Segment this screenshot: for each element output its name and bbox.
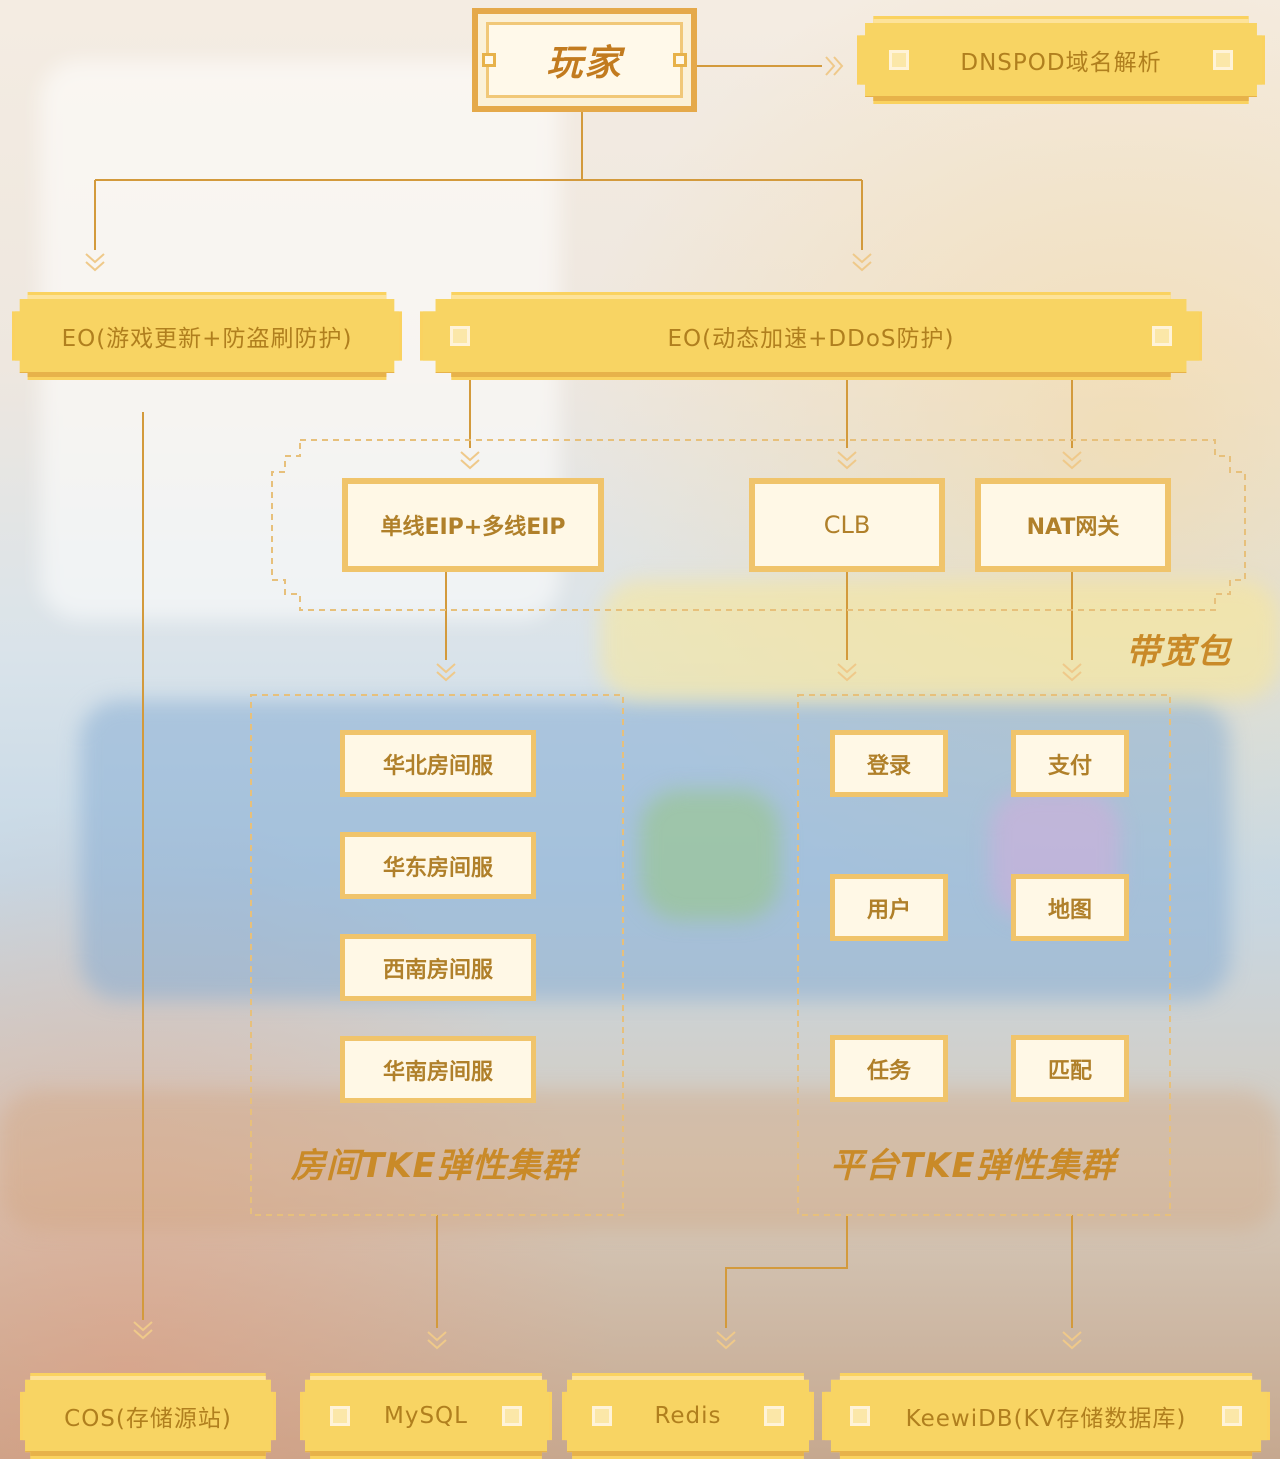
platform-service-match: 匹配: [1011, 1035, 1129, 1102]
arrow-icon: [460, 451, 480, 470]
eo-accel-label: EO(动态加速+DDoS防护): [667, 326, 955, 352]
platform-service-label: 地图: [1047, 897, 1092, 923]
platform-service-label: 支付: [1047, 753, 1092, 779]
platform-service-label: 任务: [866, 1058, 911, 1084]
platform-service-task: 任务: [830, 1035, 948, 1102]
platform-service-user: 用户: [830, 874, 948, 941]
player-label: 玩家: [546, 43, 623, 84]
platform-service-payment: 支付: [1011, 730, 1129, 797]
arrow-icon: [837, 663, 857, 682]
arrow-icon: [852, 253, 872, 272]
dnspod-node: DNSPOD域名解析: [857, 16, 1265, 104]
arrow-icon: [837, 451, 857, 470]
eo-update-node: EO(游戏更新+防盗刷防护): [12, 292, 402, 380]
cos-label: COS(存储源站): [64, 1406, 232, 1432]
platform-service-label: 匹配: [1047, 1058, 1092, 1084]
room-service-southwest: 西南房间服: [340, 934, 536, 1001]
arrow-icon: [1062, 1331, 1082, 1350]
nat-node: NAT网关: [975, 478, 1171, 572]
arrow-icon: [427, 1331, 447, 1350]
clb-label: CLB: [823, 511, 871, 539]
room-service-south: 华南房间服: [340, 1036, 536, 1103]
room-service-label: 华东房间服: [382, 855, 493, 881]
arrow-icon: [716, 1331, 736, 1350]
bandwidth-pack-label: 带宽包: [1126, 632, 1231, 672]
nat-label: NAT网关: [1026, 515, 1120, 540]
platform-service-label: 登录: [866, 753, 911, 779]
arrow-icon: [133, 1321, 153, 1340]
keewidb-node: KeewiDB(KV存储数据库): [822, 1373, 1270, 1459]
room-service-east: 华东房间服: [340, 832, 536, 899]
redis-node: Redis: [562, 1373, 814, 1459]
player-node: 玩家: [472, 8, 697, 112]
arrow-icon: [1062, 451, 1082, 470]
cos-node: COS(存储源站): [20, 1373, 276, 1459]
eo-accel-node: EO(动态加速+DDoS防护): [420, 292, 1202, 380]
keewidb-label: KeewiDB(KV存储数据库): [905, 1406, 1187, 1432]
platform-cluster-title: 平台TKE弹性集群: [830, 1146, 1116, 1186]
arrow-icon: [1062, 663, 1082, 682]
eip-label: 单线EIP+多线EIP: [380, 515, 566, 540]
room-service-label: 华北房间服: [382, 753, 493, 779]
clb-node: CLB: [749, 478, 945, 572]
mysql-node: MySQL: [300, 1373, 552, 1459]
arrow-icon: [436, 663, 456, 682]
eo-update-label: EO(游戏更新+防盗刷防护): [61, 326, 353, 352]
platform-service-map: 地图: [1011, 874, 1129, 941]
room-service-label: 西南房间服: [382, 957, 493, 983]
mysql-label: MySQL: [384, 1403, 468, 1429]
platform-service-label: 用户: [866, 897, 911, 923]
background-panel: [0, 1090, 1280, 1230]
room-service-label: 华南房间服: [382, 1059, 493, 1085]
background-panel: [640, 790, 780, 920]
room-service-north: 华北房间服: [340, 730, 536, 797]
arrow-icon: [825, 56, 844, 76]
dnspod-label: DNSPOD域名解析: [960, 50, 1162, 76]
arrow-icon: [85, 253, 105, 272]
room-cluster-title: 房间TKE弹性集群: [291, 1146, 577, 1186]
background-panel: [600, 580, 1280, 700]
platform-service-login: 登录: [830, 730, 948, 797]
redis-label: Redis: [654, 1403, 722, 1429]
eip-node: 单线EIP+多线EIP: [342, 478, 604, 572]
